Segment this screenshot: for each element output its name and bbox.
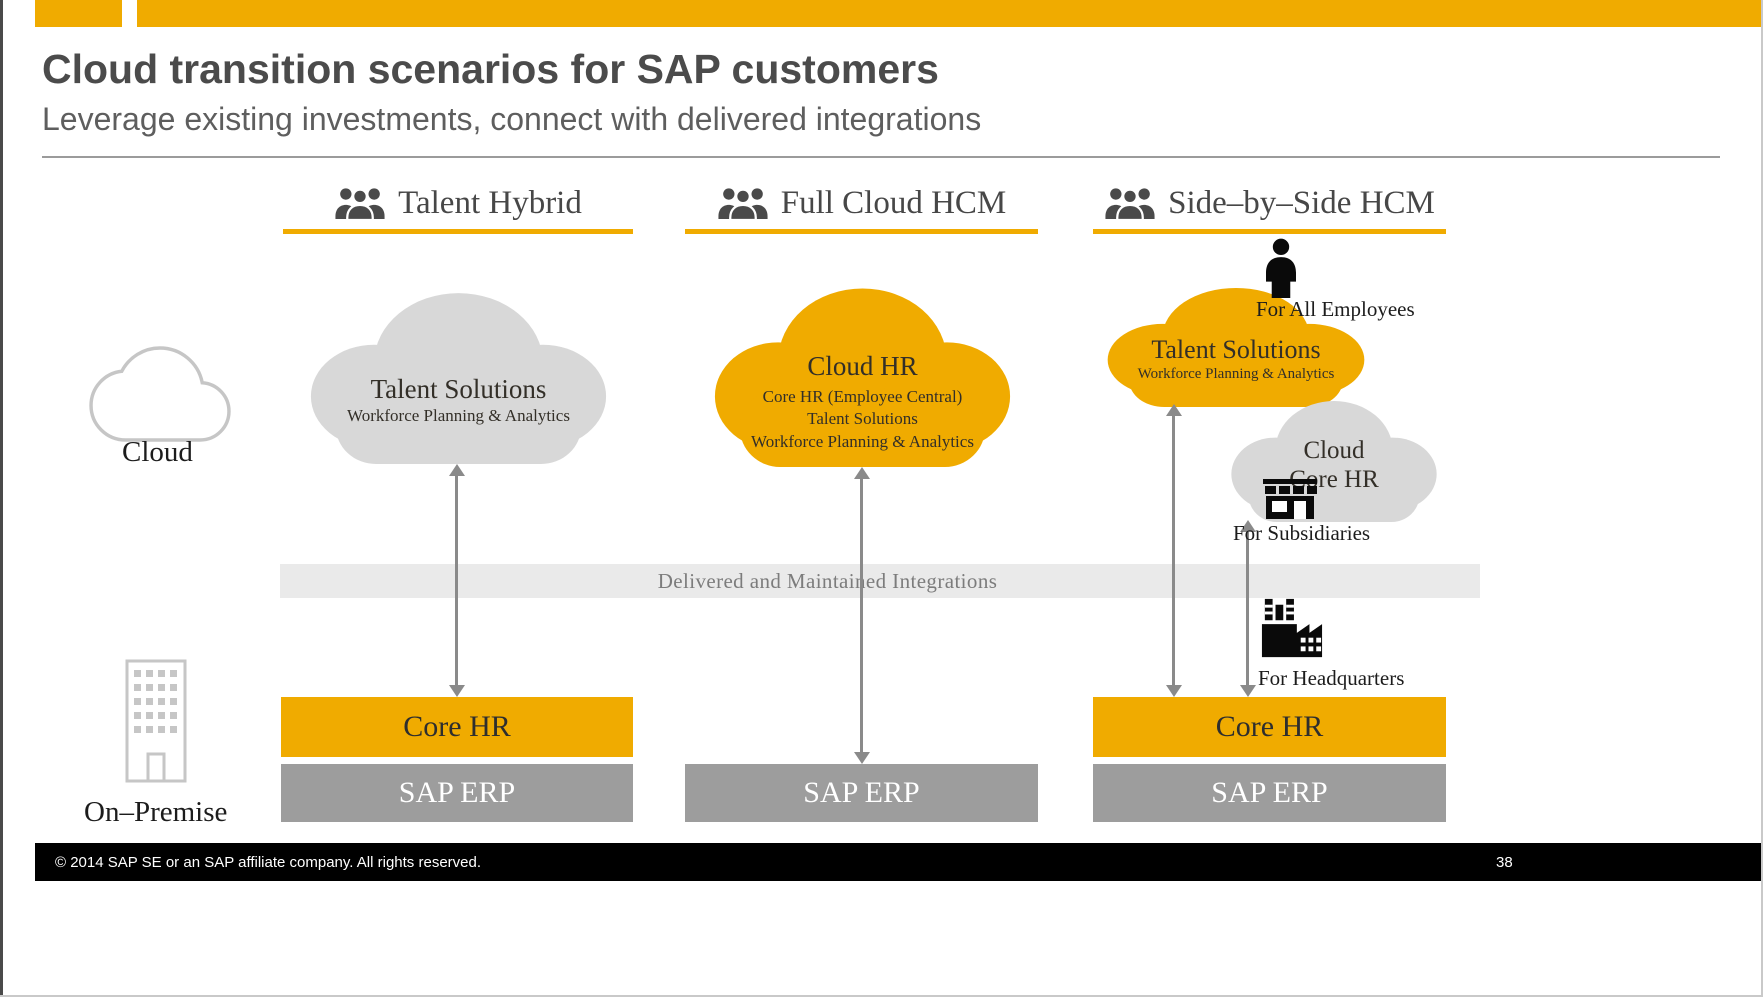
cloud-title: Cloud HR [807, 351, 918, 382]
title-divider [42, 156, 1720, 158]
page-number: 38 [1496, 853, 1513, 871]
integration-band-label: Delivered and Maintained Integrations [657, 568, 998, 593]
core-hr-box-talent-hybrid: Core HR [281, 697, 633, 757]
column-header-side-by-side-hcm: Side–by–Side HCM [1093, 178, 1446, 234]
tag-all-employees: For All Employees [1256, 297, 1415, 321]
axis-label-on-premise: On–Premise [84, 796, 228, 828]
users-icon [334, 186, 386, 222]
sbs-cloud-core-hr-cloud: Cloud Core HR [1214, 396, 1454, 522]
column-title: Full Cloud HCM [780, 184, 1007, 221]
core-hr-box-sbs: Core HR [1093, 697, 1446, 757]
tag-headquarters: For Headquarters [1258, 666, 1405, 690]
talent-hybrid-cloud: Talent Solutions Workforce Planning & An… [286, 286, 631, 464]
header-underline [685, 229, 1038, 234]
arrow-full-cloud [860, 479, 863, 752]
top-accent-bar-main [137, 0, 1763, 27]
cloud-shape [714, 288, 1011, 467]
sap-erp-box-full-cloud: SAP ERP [685, 764, 1038, 822]
cloud-shape [1107, 287, 1365, 407]
frame-bottom-edge [0, 995, 1763, 997]
cloud-title: Talent Solutions [1151, 335, 1321, 365]
cloud-outline-icon [84, 344, 236, 444]
top-accent-bar-left [35, 0, 122, 27]
footer-bar: © 2014 SAP SE or an SAP affiliate compan… [35, 843, 1763, 881]
frame-left-edge [0, 0, 3, 997]
store-icon [1262, 479, 1318, 519]
page-subtitle: Leverage existing investments, connect w… [42, 101, 982, 137]
sap-erp-box-sbs: SAP ERP [1093, 764, 1446, 822]
integration-band: Delivered and Maintained Integrations [280, 564, 1480, 598]
cloud-line: Talent Solutions [807, 409, 918, 429]
cloud-subtitle: Workforce Planning & Analytics [1137, 366, 1335, 383]
arrow-talent-hybrid [455, 476, 458, 685]
sap-erp-box-talent-hybrid: SAP ERP [281, 764, 633, 822]
users-icon [717, 186, 769, 222]
cloud-subtitle: Workforce Planning & Analytics [347, 406, 570, 426]
column-header-talent-hybrid: Talent Hybrid [283, 178, 633, 234]
cloud-line: Core HR (Employee Central) [762, 387, 963, 407]
column-header-full-cloud-hcm: Full Cloud HCM [685, 178, 1038, 234]
tag-subsidiaries: For Subsidiaries [1233, 521, 1371, 545]
person-icon [1260, 238, 1302, 298]
copyright-text: © 2014 SAP SE or an SAP affiliate compan… [55, 853, 482, 871]
header-underline [1093, 229, 1446, 234]
header-underline [283, 229, 633, 234]
cloud-line: Workforce Planning & Analytics [751, 431, 974, 451]
cloud-title: Talent Solutions [370, 374, 547, 405]
axis-label-cloud: Cloud [122, 436, 193, 468]
arrow-sbs-talent [1172, 416, 1175, 685]
page-title: Cloud transition scenarios for SAP custo… [42, 46, 939, 92]
sbs-talent-cloud: Talent Solutions Workforce Planning & An… [1086, 283, 1386, 407]
frame-right-edge [1761, 0, 1763, 997]
column-title: Talent Hybrid [398, 184, 582, 221]
cloud-line1: Cloud [1303, 437, 1365, 465]
arrow-sbs-core [1246, 532, 1249, 685]
full-cloud-hcm-cloud: Cloud HR Core HR (Employee Central) Tale… [690, 281, 1035, 467]
column-title: Side–by–Side HCM [1168, 184, 1435, 221]
users-icon [1104, 186, 1156, 222]
building-outline-icon [124, 658, 190, 784]
cloud-shape [310, 293, 607, 464]
factory-icon [1260, 598, 1324, 658]
